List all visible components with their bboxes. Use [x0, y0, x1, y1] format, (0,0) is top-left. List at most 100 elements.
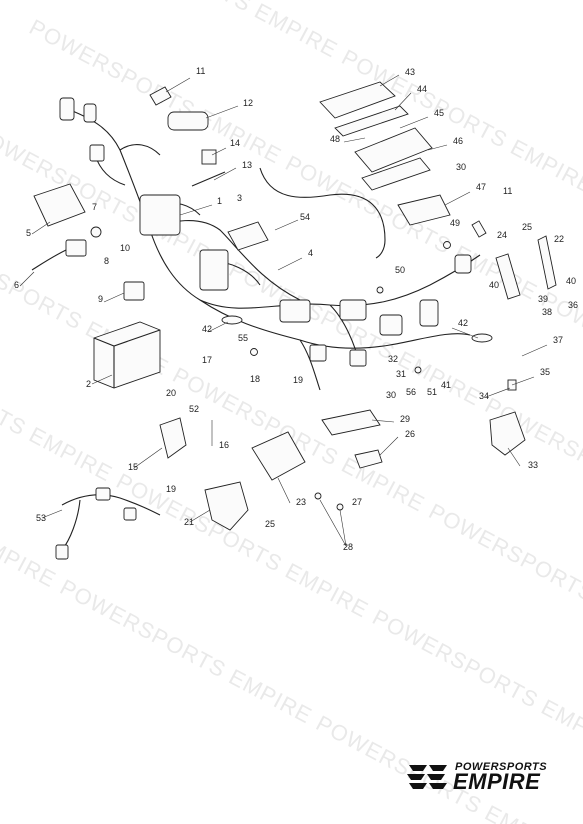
watermark-text: POWERSPORTS EMPIRE: [0, 438, 60, 592]
fastener: [336, 503, 344, 511]
leader-line: [485, 387, 511, 398]
mounting-bracket: [251, 431, 306, 481]
callout-number: 30: [386, 390, 396, 400]
leader-line: [41, 509, 63, 519]
brand-line-2: EMPIRE: [453, 769, 541, 794]
callout-number: 35: [540, 367, 550, 377]
grommet: [471, 333, 493, 343]
callout-number: 4: [308, 248, 313, 258]
callout-number: 49: [450, 218, 460, 228]
leader-line: [399, 116, 429, 129]
leader-line: [319, 499, 347, 547]
harness-connector: [419, 299, 439, 327]
battery: [93, 321, 161, 389]
leader-line: [19, 271, 35, 287]
lead: [259, 167, 386, 259]
callout-number: 20: [166, 388, 176, 398]
ecu: [354, 127, 433, 173]
harness-connector: [83, 103, 97, 123]
callout-number: 24: [497, 230, 507, 240]
callout-number: 19: [293, 375, 303, 385]
parts-drawing: [31, 81, 557, 560]
sensor: [149, 86, 172, 106]
leader-line: [103, 292, 125, 303]
grommet: [221, 315, 243, 325]
callout-number: 56: [406, 387, 416, 397]
cover: [489, 411, 526, 456]
callout-number: 23: [296, 497, 306, 507]
leader-line: [511, 376, 535, 386]
callout-number: 37: [553, 335, 563, 345]
callout-number: 47: [476, 182, 486, 192]
battery-edges: [93, 329, 161, 388]
leader-line: [91, 374, 113, 385]
bracket: [227, 221, 269, 251]
harness-connector: [339, 299, 367, 321]
callout-number: 44: [417, 84, 427, 94]
callout-number: 30: [456, 162, 466, 172]
callout-number: 40: [489, 280, 499, 290]
callout-number: 14: [230, 138, 240, 148]
callout-number: 52: [189, 404, 199, 414]
callout-number: 21: [184, 517, 194, 527]
fastener: [414, 366, 422, 374]
callout-number: 29: [400, 414, 410, 424]
leader-line: [205, 105, 239, 119]
leader-line: [274, 219, 299, 231]
watermark-text: POWERSPORTS EMPIRE: [56, 574, 316, 728]
brand-line-1: POWERSPORTS: [455, 761, 548, 773]
callout-number: 33: [528, 460, 538, 470]
watermark-text: POWERSPORTS EMPIRE: [368, 604, 583, 758]
leader-line: [444, 191, 471, 206]
main-harness: [69, 109, 481, 391]
callout-number: 18: [250, 374, 260, 384]
callout-number: 8: [104, 256, 109, 266]
watermark-text: POWERSPORTS EMPIRE: [425, 498, 583, 652]
sensor: [471, 220, 487, 238]
leader-line: [521, 344, 548, 357]
leader-line: [31, 221, 51, 235]
main-harness-branch: [94, 144, 261, 286]
strap: [537, 235, 557, 290]
harness-junction: [139, 194, 181, 236]
fastener: [250, 348, 258, 356]
bracket: [159, 417, 187, 459]
sensor-lead: [31, 249, 67, 271]
callout-number: 2: [86, 379, 91, 389]
leader-line: [379, 436, 399, 456]
leader-line: [277, 257, 303, 271]
leader-line: [133, 447, 163, 469]
callout-number: 41: [441, 380, 451, 390]
callout-number: 28: [343, 542, 353, 552]
callout-number: 54: [300, 212, 310, 222]
guard: [204, 481, 249, 531]
callout-number: 55: [238, 333, 248, 343]
leader-line: [207, 321, 229, 333]
leader-line: [394, 92, 412, 111]
fastener: [314, 492, 322, 500]
callout-number: 42: [458, 318, 468, 328]
callout-number: 38: [542, 307, 552, 317]
callout-number: 11: [503, 186, 512, 196]
callout-number: 51: [427, 387, 437, 397]
harness-connector: [379, 314, 403, 336]
leader-line: [371, 419, 395, 423]
callout-number: 45: [434, 108, 444, 118]
callout-number: 5: [26, 228, 31, 238]
callout-number: 17: [202, 355, 212, 365]
earth-lead: [191, 171, 226, 187]
leader-line: [277, 477, 291, 504]
grommet: [90, 226, 102, 238]
callout-number: 25: [265, 519, 275, 529]
bracket: [321, 409, 381, 436]
callout-number: 40: [566, 276, 576, 286]
sensor: [65, 239, 87, 257]
harness-connector: [309, 344, 327, 362]
fastener: [443, 241, 451, 249]
callout-number: 27: [352, 497, 362, 507]
callout-number: 25: [522, 222, 532, 232]
leader-line: [379, 74, 400, 87]
callout-number: 19: [166, 484, 176, 494]
callout-number: 42: [202, 324, 212, 334]
